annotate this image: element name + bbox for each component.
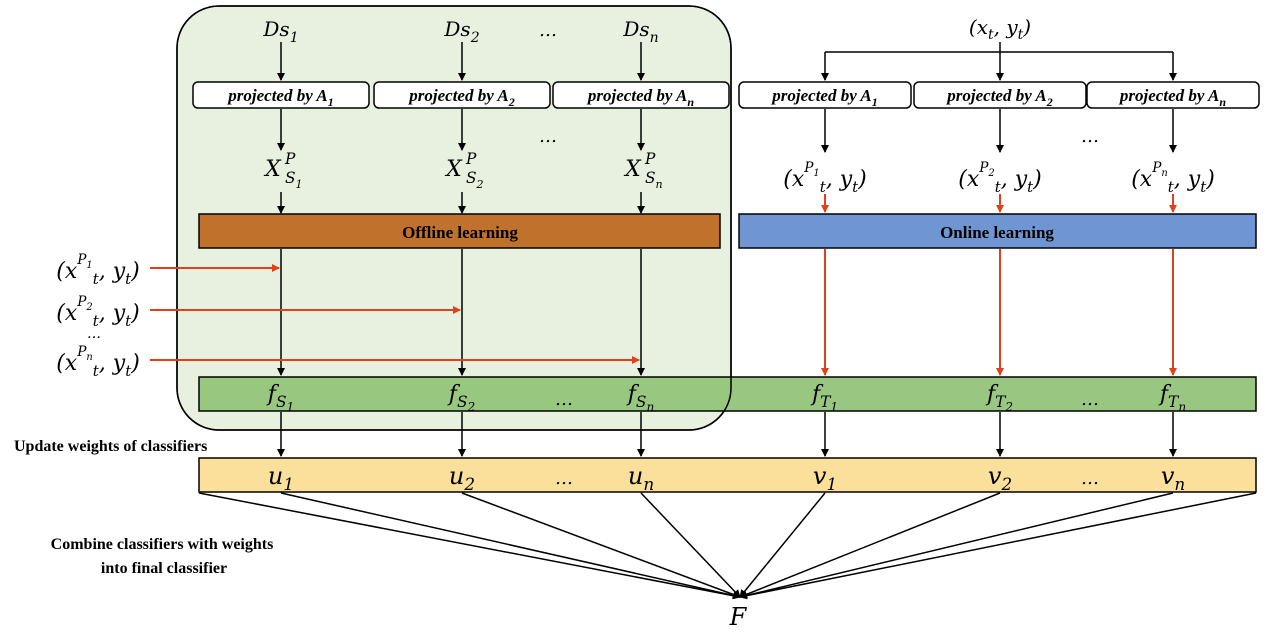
offline-projection-2-label: projected by A2 <box>407 86 514 109</box>
offline-learning-label: Offline learning <box>402 223 518 242</box>
combine-line-2 <box>461 492 741 599</box>
offline-projection-1-box <box>192 81 370 109</box>
combine-line-5 <box>739 492 1001 599</box>
offline-projected-data-1-sup: P <box>284 150 296 168</box>
connector-lines <box>150 42 1257 600</box>
weights-bar <box>198 457 1257 493</box>
offline-projection-2-box <box>373 81 551 109</box>
ellipsis-3: … <box>555 389 573 410</box>
online-projection-2-box <box>913 81 1087 109</box>
online-projection-1-box <box>738 81 912 109</box>
ellipsis-1: … <box>539 20 557 41</box>
side-input-3: (xPnt, yt) <box>56 344 140 380</box>
offline-projected-data-2-sup: P <box>465 150 477 168</box>
online-input: (xt, yt) <box>969 15 1031 43</box>
ellipsis-2: … <box>539 126 557 147</box>
online-projected-sample-1-text: (xP1t, yt) <box>783 160 867 196</box>
offline-weight-2: u2 <box>449 462 475 494</box>
online-projected-sample-2-text: (xP2t, yt) <box>958 160 1042 196</box>
offline-projected-data-2-sub: S2 <box>466 169 484 191</box>
online-weight-3: vn <box>1161 462 1185 494</box>
combine-line-4 <box>739 492 826 598</box>
online-weight-2: v2 <box>988 462 1012 494</box>
online-projected-sample-3: (xPnt, yt) <box>1131 160 1215 196</box>
combine-line-edge-left <box>198 492 741 598</box>
side-input-3-text: (xPnt, yt) <box>56 344 140 380</box>
combine-line-6 <box>739 492 1174 600</box>
offline-region-outline <box>176 5 732 431</box>
offline-projection-3-box <box>552 81 730 109</box>
offline-projected-data-1-sub: S1 <box>285 169 303 191</box>
offline-projected-data-3-sub: Sn <box>645 169 663 191</box>
side-ellipsis: … <box>87 326 101 342</box>
update-weights-label: Update weights of classifiers <box>14 438 207 455</box>
offline-weight-1: u1 <box>268 462 294 494</box>
offline-source-1: Ds1 <box>262 17 298 46</box>
online-projection-3-label: projected by An <box>1118 86 1226 109</box>
offline-learning-bar <box>198 213 721 249</box>
online-projection-1-label: projected by A1 <box>770 86 877 109</box>
side-input-2: (xP2t, yt) <box>56 294 140 330</box>
offline-source-3: Dsn <box>622 17 658 46</box>
online-projected-sample-1: (xP1t, yt) <box>783 160 867 196</box>
offline-projected-data-3-base: X <box>623 157 642 182</box>
online-weight-1: v1 <box>813 462 837 494</box>
ellipsis-7: … <box>1081 468 1099 489</box>
ellipsis-5: … <box>1081 126 1099 147</box>
offline-projected-data-2-base: X <box>444 157 463 182</box>
final-classifier-label: F <box>729 603 748 631</box>
offline-weight-3: un <box>628 462 654 494</box>
offline-projected-data-3-sup: P <box>644 150 656 168</box>
online-projected-sample-2: (xP2t, yt) <box>958 160 1042 196</box>
combine-line-3 <box>640 492 741 598</box>
online-learning-bar <box>738 213 1257 249</box>
combine-line-1 <box>280 492 741 600</box>
side-input-1: (xP1t, yt) <box>56 252 140 288</box>
ellipsis-6: … <box>1081 389 1099 410</box>
online-learning-label: Online learning <box>940 223 1054 242</box>
side-input-1-text: (xP1t, yt) <box>56 252 140 288</box>
online-classifier-2: fT2 <box>985 382 1013 414</box>
combine-label-line1: Combine classifiers with weights <box>51 536 274 553</box>
ellipsis-4: … <box>555 468 573 489</box>
offline-projected-data-1-base: X <box>263 157 282 182</box>
online-projection-2-label: projected by A2 <box>945 86 1052 109</box>
combine-line-edge-right <box>739 492 1257 598</box>
offline-source-2: Ds2 <box>443 17 479 46</box>
offline-projection-3-label: projected by An <box>586 86 694 109</box>
combine-label-line2: into final classifier <box>101 560 227 577</box>
online-projection-3-box <box>1086 81 1260 109</box>
online-projected-sample-3-text: (xPnt, yt) <box>1131 160 1215 196</box>
offline-projection-1-label: projected by A1 <box>226 86 333 109</box>
side-input-2-text: (xP2t, yt) <box>56 294 140 330</box>
